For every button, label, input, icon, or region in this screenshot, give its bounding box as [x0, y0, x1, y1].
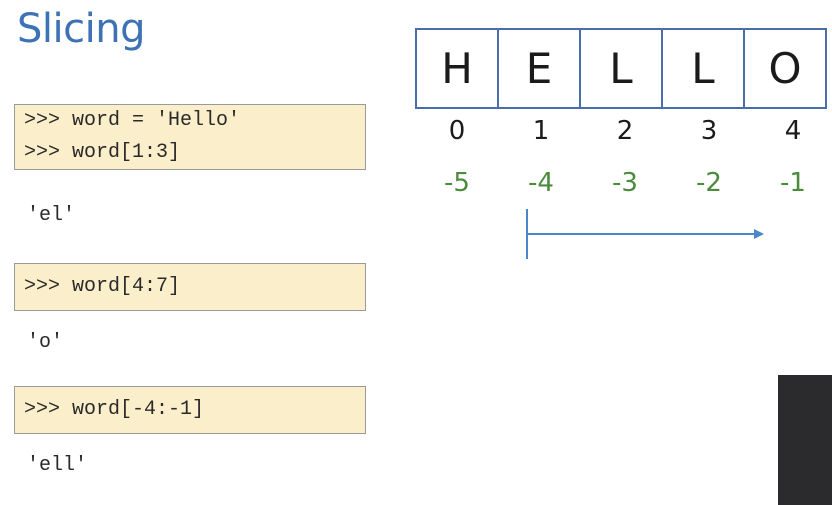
positive-index-row: 0 1 2 3 4: [415, 116, 832, 146]
negative-index: -2: [696, 168, 722, 198]
positive-index: 2: [616, 116, 634, 146]
letter-cell: L: [581, 30, 663, 107]
code-block-3: >>> word[-4:-1]: [14, 386, 366, 434]
letter-cell: O: [745, 30, 827, 107]
positive-index: 0: [448, 116, 466, 146]
code-block-2: >>> word[4:7]: [14, 263, 366, 311]
letter-boxes: H E L L O: [415, 28, 827, 109]
output-3: 'ell': [27, 454, 88, 477]
positive-index: 3: [700, 116, 718, 146]
presenter-video-thumbnail: [778, 375, 832, 505]
negative-index: -3: [612, 168, 638, 198]
slice-range-arrow: [526, 209, 764, 259]
letter-cell: E: [499, 30, 581, 107]
letter-cell: H: [417, 30, 499, 107]
code-line: >>> word[-4:-1]: [24, 398, 205, 421]
code-line: >>> word[1:3]: [24, 141, 181, 164]
code-block-1: >>> word = 'Hello' >>> word[1:3]: [14, 104, 366, 170]
code-line: >>> word[4:7]: [24, 275, 181, 298]
positive-index: 4: [784, 116, 802, 146]
code-line: >>> word = 'Hello': [24, 109, 241, 132]
output-2: 'o': [27, 331, 64, 354]
letter-cell: L: [663, 30, 745, 107]
positive-index: 1: [532, 116, 550, 146]
negative-index: -1: [780, 168, 806, 198]
slide-title: Slicing: [17, 6, 145, 52]
negative-index-row: -5 -4 -3 -2 -1: [415, 168, 832, 198]
negative-index: -4: [528, 168, 554, 198]
negative-index: -5: [444, 168, 470, 198]
output-1: 'el': [27, 204, 76, 227]
